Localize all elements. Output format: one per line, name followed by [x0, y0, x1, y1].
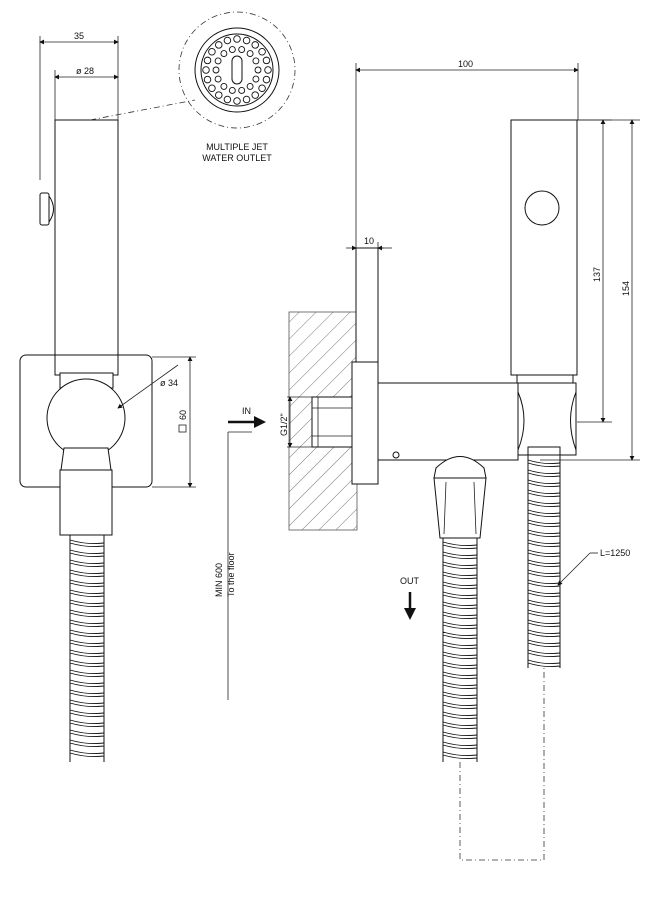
svg-text:ø: ø — [160, 378, 166, 388]
dim-height-154: 154 — [540, 119, 640, 461]
ball-joint — [46, 378, 126, 458]
outlet-slot — [231, 55, 243, 85]
hose-length-label: L=1250 — [600, 548, 630, 558]
dim-body-diameter: ø 34 — [117, 364, 179, 409]
floor-label-line2: To the floor — [226, 552, 236, 597]
hose-side-left — [442, 538, 478, 762]
floor-dimension: MIN 600 To the floor — [214, 431, 252, 700]
hand-shower-handle — [54, 119, 119, 376]
side-view: 100 10 G1/2" IN — [214, 59, 640, 861]
dim-35-label: 35 — [74, 31, 84, 41]
dim-137-label: 137 — [592, 267, 602, 282]
dim-34-label: 34 — [168, 378, 178, 388]
dim-thread-label: G1/2" — [279, 413, 289, 436]
button-side — [524, 190, 560, 226]
dim-hose-length: L=1250 — [557, 548, 630, 586]
dim-height-137: 137 — [577, 119, 612, 423]
floor-label-line1: MIN 600 — [214, 563, 224, 597]
handle-side — [510, 119, 578, 376]
inlet-pipe — [311, 396, 353, 448]
dim-plate-square: 60 — [152, 356, 196, 488]
side-button — [39, 192, 54, 226]
inlet-label: IN — [242, 406, 251, 416]
outlet-label-line2: WATER OUTLET — [202, 153, 272, 163]
inlet-arrow: IN — [228, 406, 266, 428]
outlet-detail: MULTIPLE JET WATER OUTLET — [89, 11, 296, 163]
front-view: 35 ø 28 ø 34 — [19, 31, 196, 762]
dim-154-label: 154 — [621, 281, 631, 296]
outlet-hose-connector — [433, 456, 487, 539]
dim-100-label: 100 — [458, 59, 473, 69]
dim-28-label: 28 — [84, 66, 94, 76]
dim-handle-diameter: ø 28 — [54, 66, 119, 120]
dim-60-label: 60 — [178, 410, 188, 420]
outlet-arrow: OUT — [400, 576, 420, 620]
holder-body — [377, 382, 519, 461]
dim-thread: G1/2" — [279, 396, 312, 448]
outlet-flow-label: OUT — [400, 576, 420, 586]
svg-text:ø: ø — [76, 66, 82, 76]
hose-front — [69, 535, 105, 762]
dim-10-label: 10 — [364, 236, 374, 246]
hose-path — [459, 668, 545, 861]
outlet-label-line1: MULTIPLE JET — [206, 142, 268, 152]
hose-side-right — [527, 446, 561, 668]
